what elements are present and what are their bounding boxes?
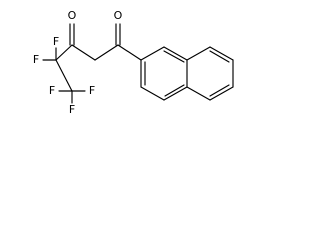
ring-b-bond-1 <box>186 46 211 61</box>
bond-c4-c3 <box>71 44 96 61</box>
bond-c2-naphthyl <box>117 44 142 61</box>
bond-c3-c2 <box>94 44 119 61</box>
atom-o-ketone-1: O <box>114 9 123 22</box>
atom-f-5: F <box>89 84 95 97</box>
bond-c5-c4 <box>55 44 73 61</box>
ring-b-double-1 <box>209 50 230 63</box>
ring-a-bond-3 <box>163 86 188 101</box>
ring-b-bond-2 <box>209 46 234 61</box>
ring-a-double-2 <box>164 84 185 97</box>
bond-c5-c6 <box>55 59 73 92</box>
atom-f-4: F <box>69 103 75 116</box>
ring-a-bond-5 <box>163 46 188 61</box>
ring-b-double-2 <box>209 84 230 97</box>
ring-a-bond-6 <box>140 46 165 61</box>
atom-f-2: F <box>53 35 59 48</box>
ring-b-bond-4 <box>209 86 234 101</box>
atom-f-1: F <box>33 53 39 66</box>
ring-a-double-3 <box>163 50 185 63</box>
ring-a-bond-2 <box>140 86 165 101</box>
atom-o-ketone-2: O <box>68 9 77 22</box>
ring-b-bond-5 <box>186 86 211 101</box>
atom-f-3: F <box>49 84 55 97</box>
structure-diagram: F F F F F O O <box>33 9 234 116</box>
